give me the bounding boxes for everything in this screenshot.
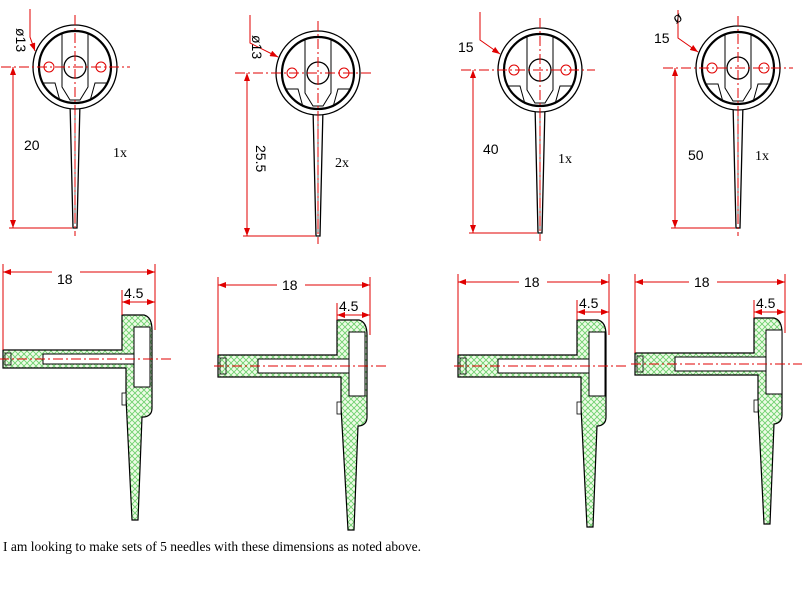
label-background: [689, 274, 717, 288]
hatched-section: [2, 314, 153, 521]
head-rib-left: [508, 85, 526, 105]
diameter-leader: [479, 12, 501, 55]
head-inner-rim: [280, 35, 356, 111]
head-cavity: [348, 331, 366, 397]
label-background: [52, 264, 80, 278]
head-step: [576, 401, 582, 415]
diameter-label: ø13: [13, 28, 29, 52]
diameter-label: ø13: [249, 35, 265, 59]
side-view-2: 184.5: [214, 277, 387, 531]
head-width-label: 4.5: [756, 295, 776, 311]
length-label: 20: [24, 137, 40, 153]
quantity-label: 1x: [113, 146, 127, 161]
head-rib-right: [89, 82, 107, 102]
front-view-1: 20 1x ø13: [1, 9, 130, 236]
quantity-label: 1x: [558, 152, 572, 167]
head-step: [753, 399, 759, 413]
hatched-section: [217, 319, 368, 531]
label-background: [277, 277, 305, 291]
head-rib-left: [706, 83, 724, 103]
head-rib-right: [752, 83, 770, 103]
head-cavity: [133, 326, 151, 388]
overall-length-label: 18: [282, 277, 298, 293]
head-rib-right: [554, 85, 572, 105]
quantity-label: 2x: [335, 156, 349, 171]
diameter-leader: [29, 9, 36, 52]
head-width-label: 4.5: [339, 298, 359, 314]
caption-text: I am looking to make sets of 5 needles w…: [3, 539, 422, 554]
side-view-1: 184.5: [0, 264, 172, 521]
front-view-2: 25.5 2x ø13: [235, 15, 373, 244]
diameter-symbol: ø: [670, 8, 686, 26]
head-width-label: 4.5: [579, 295, 599, 311]
head-rib-right: [332, 88, 350, 108]
head-step: [336, 401, 342, 415]
head-cavity: [588, 331, 606, 397]
diameter-leader: [677, 10, 699, 53]
overall-length-label: 18: [57, 271, 73, 287]
diameter-label: 15: [654, 30, 670, 46]
quantity-label: 1x: [755, 149, 769, 164]
front-view-3: 40 1x 15: [458, 12, 595, 241]
label-background: [519, 274, 547, 288]
length-label: 25.5: [253, 145, 269, 172]
length-label: 40: [483, 141, 499, 157]
front-view-4: 50 1x 15ø: [654, 8, 793, 236]
head-width-label: 4.5: [124, 285, 144, 301]
side-view-3: 184.5: [454, 274, 626, 528]
head-step: [121, 392, 127, 406]
overall-length-label: 18: [524, 274, 540, 290]
diameter-label: 15: [458, 39, 474, 55]
head-rib-left: [286, 88, 304, 108]
side-view-4: 184.5: [631, 274, 802, 525]
diameter-leader: [249, 15, 279, 58]
hatched-section: [634, 317, 783, 525]
overall-length-label: 18: [694, 274, 710, 290]
hatched-section: [457, 319, 607, 528]
head-cavity: [765, 329, 783, 395]
head-rib-left: [43, 82, 61, 102]
length-label: 50: [688, 147, 704, 163]
